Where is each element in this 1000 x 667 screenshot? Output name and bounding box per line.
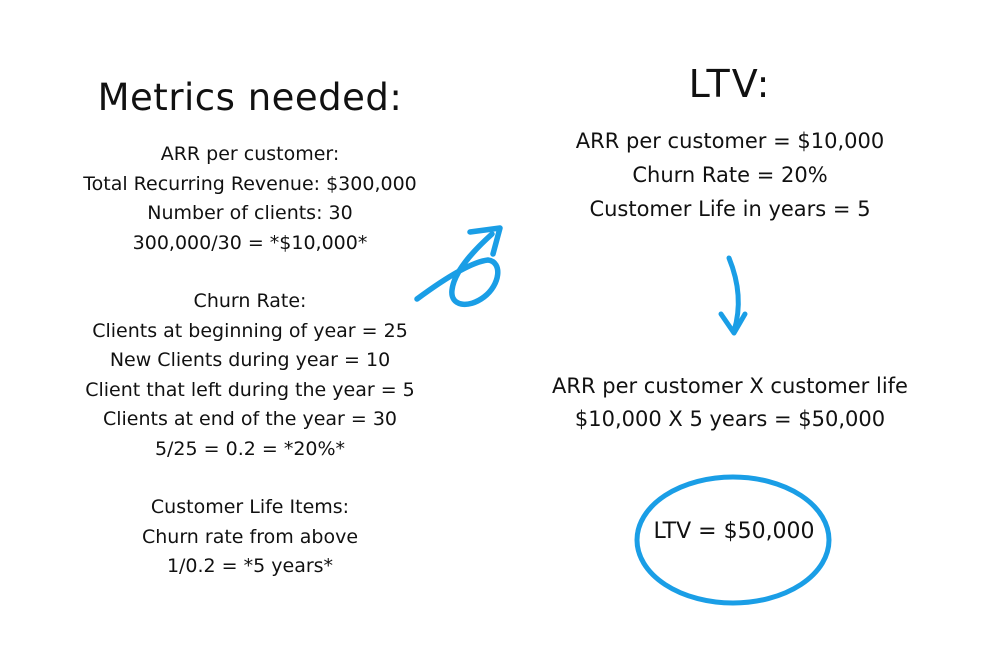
ltv-inputs: ARR per customer = $10,000 Churn Rate = … <box>540 124 920 226</box>
ltv-title: LTV: <box>688 62 772 106</box>
churn-line: New Clients during year = 10 <box>109 349 391 371</box>
life-line: 1/0.2 = *5 years* <box>166 555 334 577</box>
section-gap <box>60 464 440 493</box>
down-arrow-icon <box>726 255 741 334</box>
ltv-formula: ARR per customer X customer life $10,000… <box>530 370 930 436</box>
ltv-input-line: Churn Rate = 20% <box>632 163 828 187</box>
arr-line: Total Recurring Revenue: $300,000 <box>83 172 417 195</box>
life-line: Churn rate from above <box>141 525 359 548</box>
churn-heading: Churn Rate: <box>193 290 307 312</box>
churn-line: Clients at end of the year = 30 <box>102 408 398 430</box>
ltv-formula-line: $10,000 X 5 years = $50,000 <box>574 407 886 431</box>
arr-line: Number of clients: 30 <box>147 202 353 224</box>
ltv-formula-line: ARR per customer X customer life <box>552 374 908 398</box>
ltv-result: LTV = $50,000 <box>653 519 815 544</box>
churn-line: Client that left during the year = 5 <box>85 378 415 401</box>
churn-line: 5/25 = 0.2 = *20%* <box>154 437 346 460</box>
ltv-input-line: ARR per customer = $10,000 <box>575 129 885 153</box>
ltv-input-line: Customer Life in years = 5 <box>589 197 871 221</box>
churn-line: Clients at beginning of year = 25 <box>92 319 408 342</box>
metrics-title: Metrics needed: <box>97 76 403 119</box>
down-arrow-head-icon <box>718 311 748 336</box>
arr-line: 300,000/30 = *$10,000* <box>132 231 368 254</box>
metrics-panel: ARR per customer: Total Recurring Revenu… <box>60 140 440 582</box>
arr-heading: ARR per customer: <box>160 143 340 165</box>
section-gap <box>60 258 440 287</box>
life-heading: Customer Life Items: <box>150 496 350 518</box>
loop-arrow-head-icon <box>467 225 503 257</box>
